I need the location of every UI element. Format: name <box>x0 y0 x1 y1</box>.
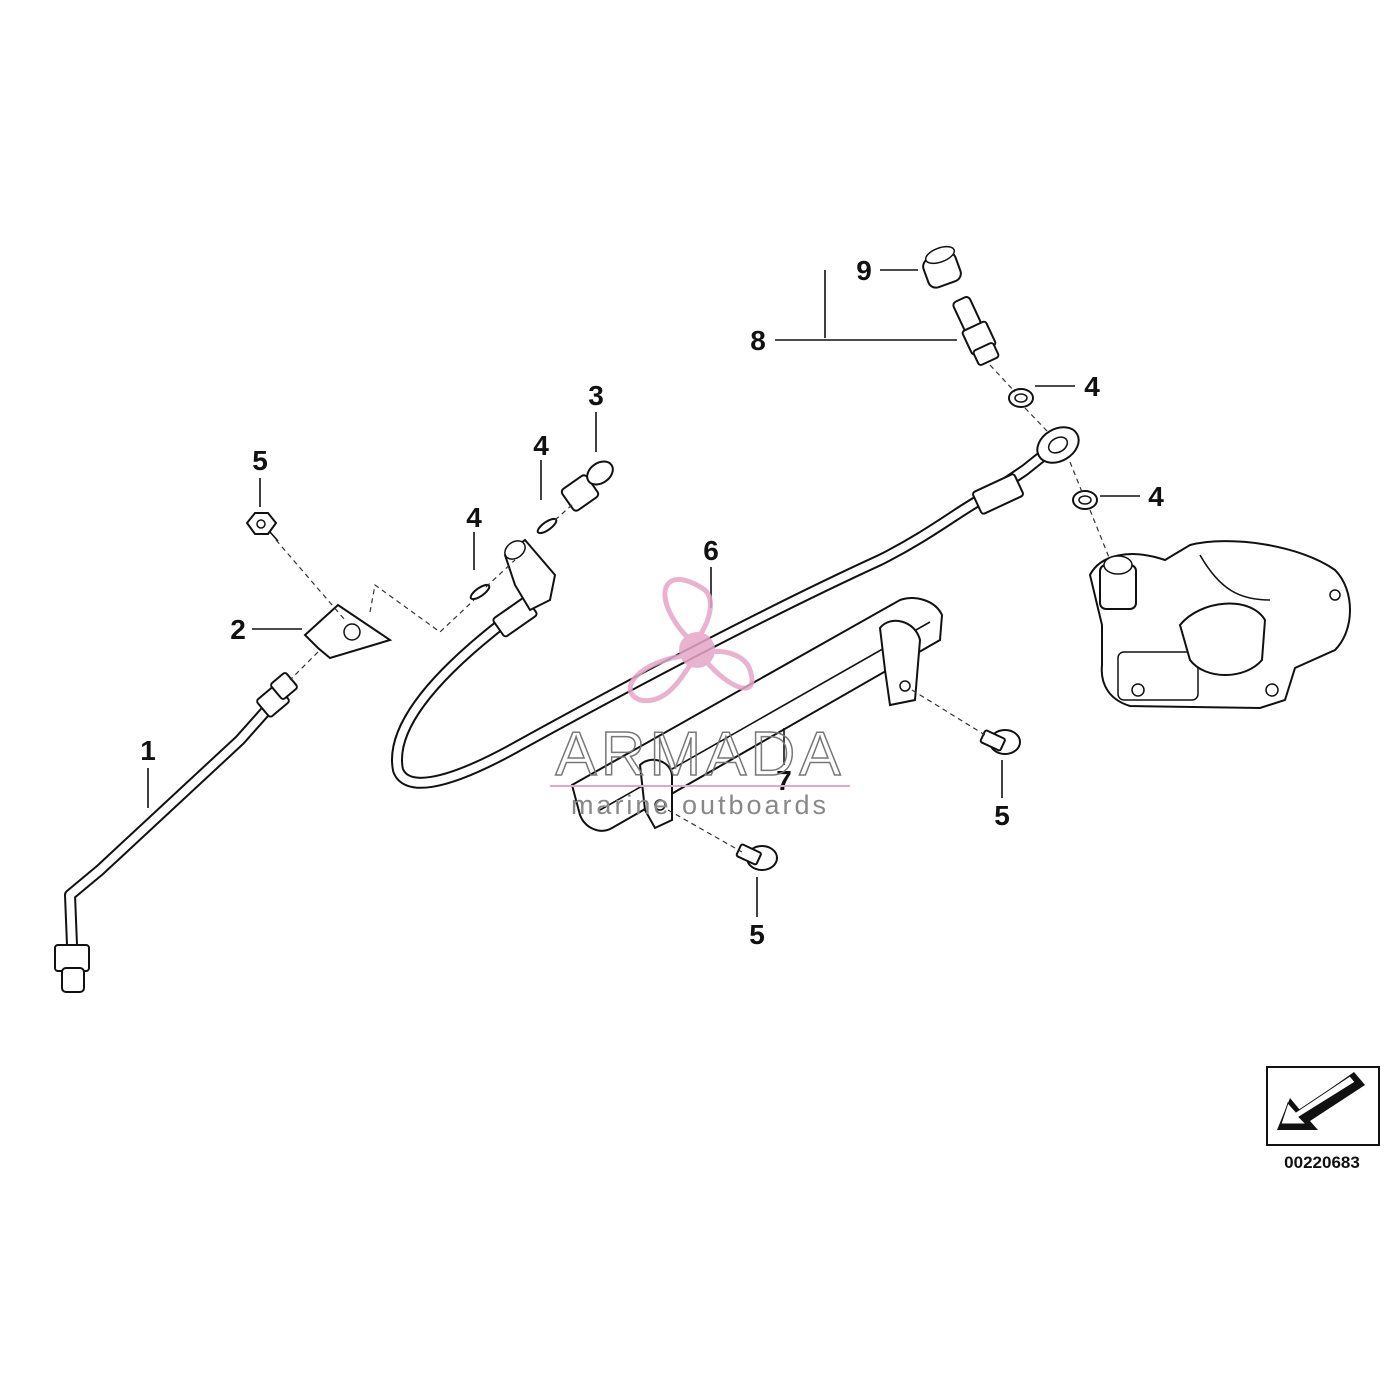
callout-6: 6 <box>703 535 719 566</box>
callout-4-mid: 4 <box>533 430 549 461</box>
assembly-line-bracket-hose <box>369 583 475 633</box>
part-4-seal-a <box>469 583 491 601</box>
assembly-line-bleed <box>989 364 1111 561</box>
reference-number: 00220683 <box>1284 1153 1360 1172</box>
part-4-seal-c <box>1008 388 1034 408</box>
part-5-screw-top <box>245 512 279 542</box>
part-8-bleed-valve <box>952 296 1000 366</box>
part-6-brake-hose <box>391 426 1080 789</box>
part-5-screw-right <box>979 729 1021 755</box>
callout-4-lower-right: 4 <box>1148 481 1164 512</box>
brake-caliper <box>1088 540 1351 710</box>
callout-5-top: 5 <box>252 445 268 476</box>
leader-lines <box>147 269 1140 917</box>
watermark-propeller-logo <box>627 577 755 704</box>
assembly-line-seal-bolt <box>485 504 573 588</box>
part-7-hose-guard <box>570 597 944 832</box>
callout-8: 8 <box>750 325 766 356</box>
callout-5-right: 5 <box>994 800 1010 831</box>
part-4-seal-d <box>1072 490 1098 510</box>
assembly-line-bracket-pipe <box>289 651 319 681</box>
callout-7: 7 <box>776 765 792 796</box>
callout-2: 2 <box>230 614 246 645</box>
callout-9: 9 <box>856 255 872 286</box>
part-1-brake-pipe <box>54 672 298 993</box>
part-2-bracket <box>303 603 393 660</box>
callout-5-bottom: 5 <box>749 919 765 950</box>
callout-4-upper-right: 4 <box>1084 371 1100 402</box>
callout-4-left: 4 <box>466 502 482 533</box>
watermark-brand: ARMADA <box>555 720 844 789</box>
part-5-screw-bottom <box>735 843 778 871</box>
callout-3: 3 <box>588 380 604 411</box>
callout-1: 1 <box>140 735 156 766</box>
reference-arrow-box <box>1266 1066 1380 1146</box>
watermark-tagline: marine outboards <box>571 790 829 820</box>
part-9-dust-cap <box>922 245 962 289</box>
part-3-hollow-bolt <box>560 460 614 512</box>
